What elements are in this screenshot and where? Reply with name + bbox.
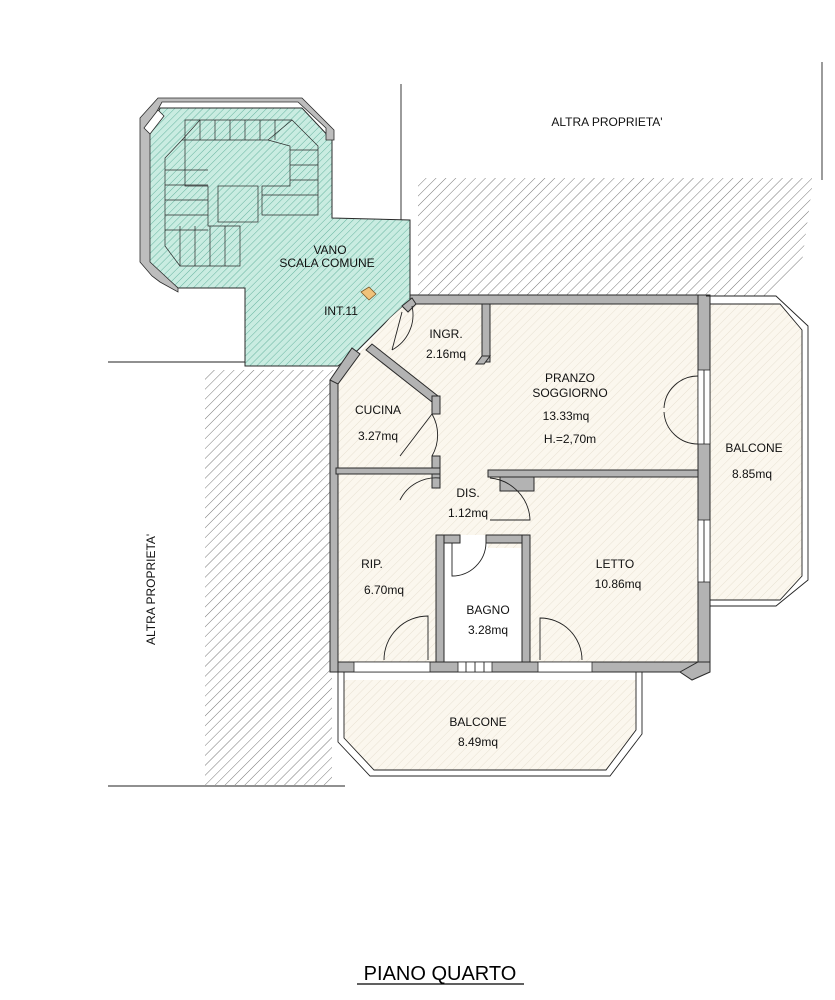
balcone-est-name: BALCONE [725,441,782,455]
stair-treads [164,119,319,267]
rip-name: RIP. [361,557,383,571]
balcone-est-area: 8.85mq [732,467,772,481]
plan-title: PIANO QUARTO [364,963,517,985]
stair-label-line1: VANO [313,243,346,257]
bagno-name: BAGNO [466,603,509,617]
letto-area: 10.86mq [595,577,642,591]
unit-label: INT.11 [324,304,358,318]
neighbor-property-top [418,178,812,300]
pranzo-height: H.=2,70m [544,432,596,446]
pranzo-area: 13.33mq [543,409,590,423]
entrance-marker-icon [360,286,377,301]
dis-area: 1.12mq [448,506,488,520]
stair-label-line2: SCALA COMUNE [279,256,374,270]
stair-window [143,109,165,135]
neighbor-property-left [205,370,340,785]
letto-name: LETTO [596,557,634,571]
walls [329,294,809,777]
neighbor-top-label: ALTRA PROPRIETA' [551,115,662,129]
doors [383,305,699,661]
ingresso-name: INGR. [429,327,462,341]
pranzo-name-line2: SOGGIORNO [532,386,607,400]
balcone-sud-name: BALCONE [449,715,506,729]
pranzo-name-line1: PRANZO [545,371,595,385]
ingresso-area: 2.16mq [426,347,466,361]
cucina-name: CUCINA [355,403,401,417]
cucina-area: 3.27mq [358,429,398,443]
rip-area: 6.70mq [364,583,404,597]
common-stairwell [139,97,411,367]
dis-name: DIS. [456,486,479,500]
balcone-sud-area: 8.49mq [458,735,498,749]
bagno-area: 3.28mq [468,623,508,637]
neighbor-left-label: ALTRA PROPRIETA' [144,534,158,645]
boundary-lines [108,62,823,787]
